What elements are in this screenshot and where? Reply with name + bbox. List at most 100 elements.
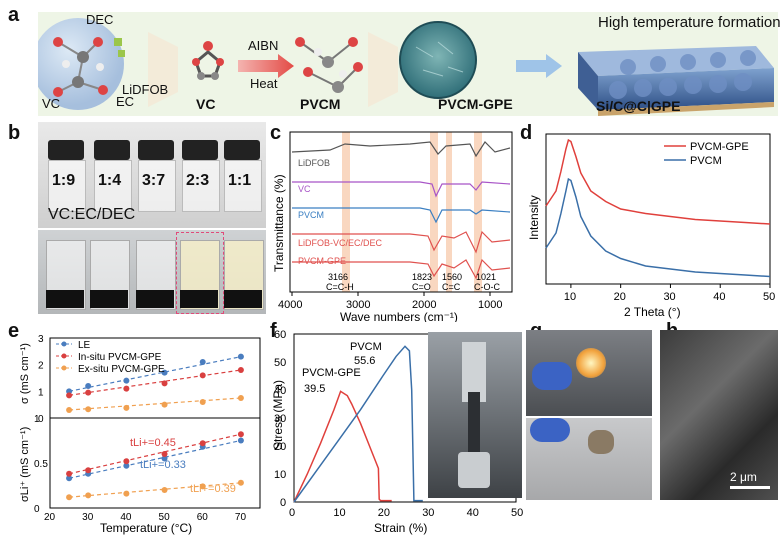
x-tick-label: 40 bbox=[467, 507, 479, 519]
y-axis-label-bottom: σLi⁺ (mS cm⁻¹) bbox=[19, 427, 31, 502]
vial-cap bbox=[138, 140, 174, 160]
data-point-sigma-li bbox=[199, 483, 206, 490]
annot-assign: C=C-H bbox=[326, 282, 354, 292]
dec-label: DEC bbox=[86, 12, 114, 27]
data-point-sigma bbox=[237, 353, 244, 360]
vial-cap bbox=[46, 290, 84, 308]
vial-cap bbox=[180, 290, 218, 308]
data-point-sigma bbox=[123, 377, 130, 384]
panel-a-artwork bbox=[38, 18, 774, 116]
x-axis-label: Temperature (°C) bbox=[100, 521, 192, 535]
y-tick-label-bottom: 0.5 bbox=[34, 459, 48, 470]
trend-line-sigma bbox=[68, 356, 242, 392]
y-tick-label: 50 bbox=[274, 357, 286, 369]
t-annotation-exsitu: tLi+=0.39 bbox=[190, 483, 236, 495]
sicc-gpe-label: Si/C@C|GPE bbox=[596, 98, 681, 114]
data-point-sigma-li bbox=[237, 431, 244, 438]
data-point-sigma-li bbox=[199, 440, 206, 447]
aibn-label: AIBN bbox=[248, 38, 279, 53]
x-tick-label: 40 bbox=[713, 291, 725, 303]
panel-label-d: d bbox=[520, 122, 533, 144]
trace-pvcm-gpe bbox=[292, 258, 511, 280]
plot-frame-bottom bbox=[49, 417, 261, 509]
trace-label-lidfob-vc: LiDFOB-VC/EC/DEC bbox=[298, 238, 383, 248]
annot-assign: C=C bbox=[442, 282, 461, 292]
data-point-sigma-li bbox=[123, 490, 130, 497]
vial-cap bbox=[224, 140, 260, 160]
data-point-sigma bbox=[199, 372, 206, 379]
vial-body bbox=[48, 160, 86, 212]
lower-clamp bbox=[458, 452, 490, 488]
legend-label-insitu: In-situ PVCM-GPE bbox=[78, 352, 162, 363]
trace-label-lidfob: LiDFOB bbox=[298, 158, 330, 168]
panel-a-schematic: DEC EC VC LiDFOB VC AIBN Heat PVCM PVCM-… bbox=[38, 12, 780, 116]
pvcm-gpe-label: PVCM-GPE bbox=[438, 96, 513, 112]
ratio-label: 1:4 bbox=[98, 172, 122, 189]
annot-assign: C=O bbox=[412, 282, 431, 292]
band-1560 bbox=[446, 132, 452, 292]
trace-vc bbox=[292, 181, 511, 198]
x-tick-label: 60 bbox=[197, 512, 209, 523]
vial-cap bbox=[182, 140, 218, 160]
panel-label-a: a bbox=[8, 4, 20, 26]
scale-bar-label: 2 μm bbox=[730, 470, 757, 484]
vial-cap bbox=[90, 290, 128, 308]
x-tick-label: 30 bbox=[663, 291, 675, 303]
data-point-sigma-li bbox=[123, 458, 130, 465]
trace-lidfob bbox=[291, 141, 511, 158]
x-tick-label: 1000 bbox=[478, 299, 502, 311]
burnt-film bbox=[588, 430, 614, 454]
panel-b-vials-bottom bbox=[38, 230, 266, 314]
vial-cap bbox=[94, 140, 130, 160]
legend-marker-insitu bbox=[61, 353, 67, 359]
trace-label-vc: VC bbox=[298, 184, 311, 194]
x-tick-label: 10 bbox=[333, 507, 345, 519]
data-point-sigma bbox=[85, 406, 92, 413]
plot-frame bbox=[545, 133, 771, 285]
data-point-sigma bbox=[237, 395, 244, 401]
data-point-sigma-li bbox=[66, 475, 73, 482]
x-tick-label: 2000 bbox=[412, 299, 436, 311]
pvcm-peak-value: 55.6 bbox=[354, 355, 375, 367]
data-point-sigma bbox=[85, 389, 92, 396]
vial-body bbox=[182, 160, 220, 212]
x-tick-label: 3000 bbox=[346, 299, 370, 311]
x-tick-label: 30 bbox=[422, 507, 434, 519]
band-3166 bbox=[342, 132, 350, 292]
panel-c-ftir: 4000 3000 2000 1000 Wave numbers (cm⁻¹) … bbox=[272, 131, 513, 322]
legend-label-pvcm-gpe: PVCM-GPE bbox=[690, 141, 749, 153]
y-tick-label: 40 bbox=[274, 385, 286, 397]
ratio-label: 2:3 bbox=[186, 172, 210, 189]
annot-value: 1560 bbox=[442, 272, 462, 282]
y-axis-label: Stress (MPa) bbox=[271, 380, 285, 450]
data-point-sigma bbox=[161, 401, 168, 408]
x-axis-label: 2 Theta (°) bbox=[624, 305, 681, 319]
panel-g-after-photo bbox=[526, 418, 652, 500]
panel-f-tensile-photo bbox=[428, 332, 522, 498]
lidfob-label: LiDFOB bbox=[122, 82, 169, 97]
x-tick-label: 20 bbox=[378, 507, 390, 519]
x-tick-label: 50 bbox=[511, 507, 523, 519]
y-axis-label-top: σ (mS cm⁻¹) bbox=[19, 343, 31, 404]
y-tick-label-top: 1 bbox=[38, 387, 44, 398]
legend-marker-le bbox=[61, 341, 67, 347]
x-tick-label: 4000 bbox=[278, 299, 302, 311]
pvcm-gpe-curve-label: PVCM-GPE bbox=[302, 367, 361, 379]
pvcm-curve-label: PVCM bbox=[350, 341, 382, 353]
y-tick-label-top: 0 bbox=[38, 414, 44, 425]
annot-assign: C-O-C bbox=[474, 282, 500, 292]
x-axis-label: Strain (%) bbox=[374, 521, 427, 535]
panel-h-sem: 2 μm bbox=[660, 330, 778, 500]
y-tick-label-top: 3 bbox=[38, 334, 44, 345]
data-point-sigma bbox=[66, 392, 73, 399]
annot-value: 3166 bbox=[328, 272, 348, 282]
trace-label-pvcm: PVCM bbox=[298, 210, 324, 220]
y-tick-label: 30 bbox=[274, 413, 286, 425]
x-ticks bbox=[291, 292, 491, 296]
trace-pvcm bbox=[292, 207, 511, 224]
x-tick-label: 30 bbox=[82, 512, 94, 523]
panel-b-vials-top: 1:9 1:4 3:7 2:3 1:1 VC:EC/DEC bbox=[38, 122, 266, 228]
data-point-sigma bbox=[161, 369, 168, 376]
data-point-sigma bbox=[161, 380, 168, 387]
